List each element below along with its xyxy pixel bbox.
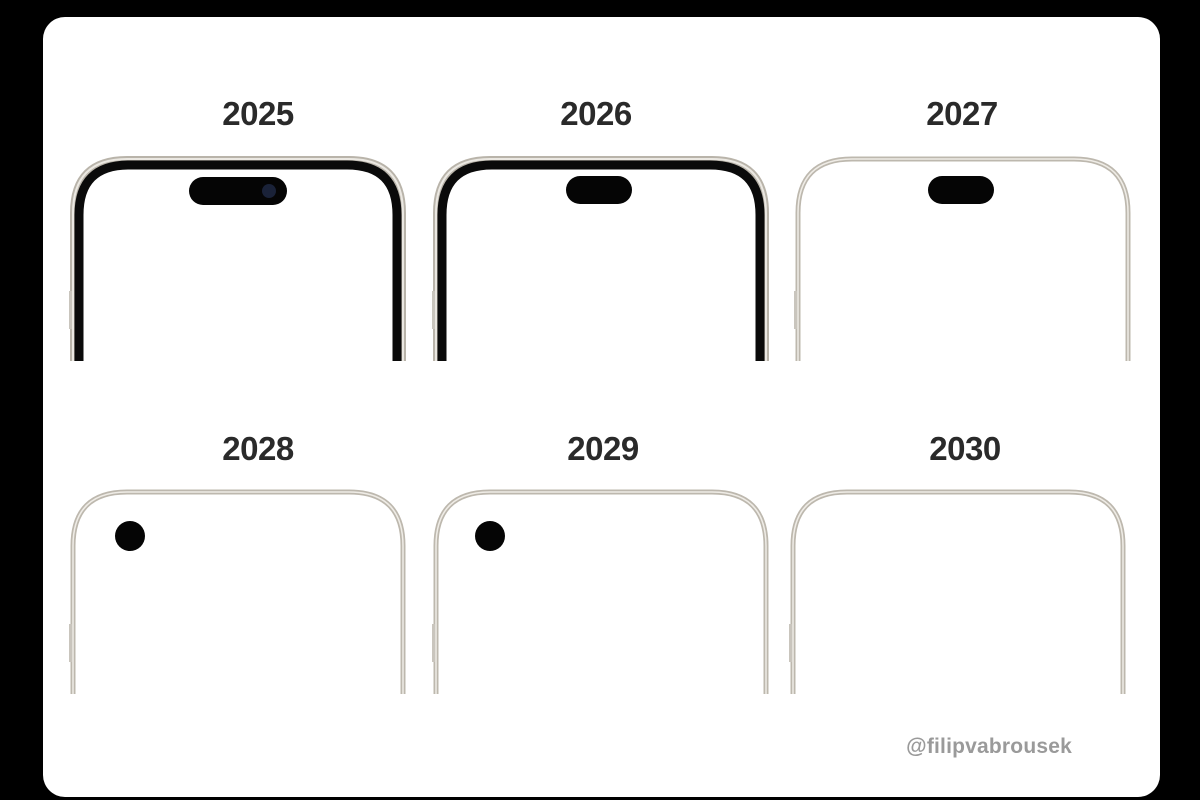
comparison-card: 2025 2026 2027 2028 2029 2030 <box>43 17 1160 797</box>
phone-outline-2029 <box>432 489 769 694</box>
phone-outline-2028 <box>69 489 406 694</box>
year-label-2027: 2027 <box>926 95 998 132</box>
year-label-2025: 2025 <box>222 95 294 132</box>
phone-outline-2030 <box>789 489 1126 694</box>
front-camera-lens <box>262 184 276 198</box>
dynamic-island <box>928 176 994 204</box>
side-button <box>69 624 72 662</box>
punch-hole-camera <box>475 521 505 551</box>
punch-hole-camera <box>115 521 145 551</box>
phone-outline-2025 <box>69 156 406 361</box>
side-button <box>789 624 792 662</box>
author-credit: @filipvabrousek <box>906 735 1072 758</box>
side-button <box>69 291 72 329</box>
dynamic-island <box>566 176 632 204</box>
year-label-2030: 2030 <box>929 430 1001 467</box>
year-label-2026: 2026 <box>560 95 632 132</box>
side-button <box>794 291 797 329</box>
dynamic-island <box>189 177 287 205</box>
side-button <box>432 291 435 329</box>
year-label-2029: 2029 <box>567 430 639 467</box>
year-label-2028: 2028 <box>222 430 294 467</box>
phone-outline-2027 <box>794 156 1131 361</box>
phone-outline-2026 <box>432 156 769 361</box>
side-button <box>432 624 435 662</box>
